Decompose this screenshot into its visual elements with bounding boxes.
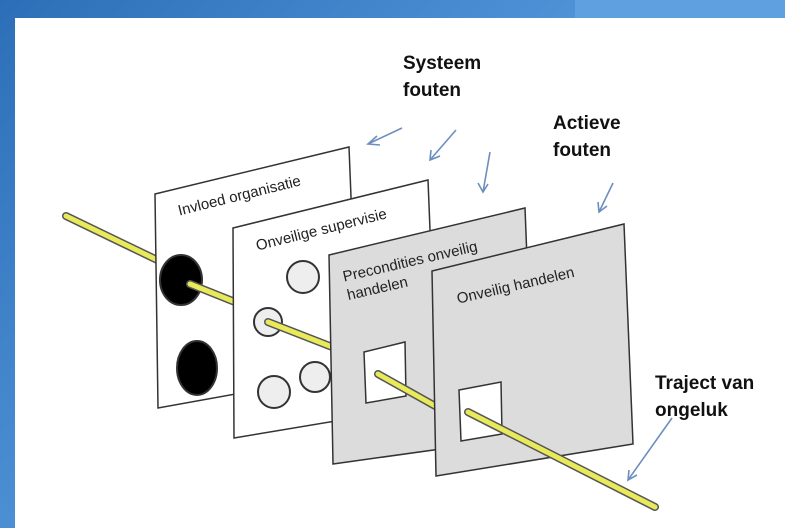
- hole-square-1: [363, 341, 407, 404]
- hole-open-1: [286, 260, 320, 294]
- system-errors-label-line-2: fouten: [403, 80, 462, 101]
- trajectory-segment-4-fill: [375, 371, 440, 410]
- hole-open-3: [299, 361, 331, 393]
- hole-filled-2: [176, 340, 218, 396]
- accident-trajectory-label: Traject van ongeluk: [655, 370, 754, 424]
- active-errors-label-line-1: Actieve: [553, 113, 621, 134]
- arrow-trajectory: [627, 417, 673, 482]
- arrow-system-3: [477, 151, 491, 194]
- active-errors-label: Actieve fouten: [553, 110, 621, 164]
- trajectory-segment-exit-fill: [465, 409, 658, 510]
- hole-filled-1: [159, 254, 203, 306]
- accident-trajectory-label-line-2: ongeluk: [655, 400, 728, 421]
- arrow-system-2: [429, 129, 457, 162]
- hole-open-4: [257, 375, 291, 409]
- arrow-system-1: [366, 127, 403, 146]
- accident-trajectory-label-line-1: Traject van: [655, 373, 755, 394]
- active-errors-label-line-2: fouten: [553, 140, 612, 161]
- trajectory-segment-2-fill: [187, 281, 238, 305]
- arrow-active: [597, 182, 614, 214]
- system-errors-label-line-1: Systeem: [403, 53, 482, 74]
- system-errors-label: Systeem fouten: [403, 50, 481, 104]
